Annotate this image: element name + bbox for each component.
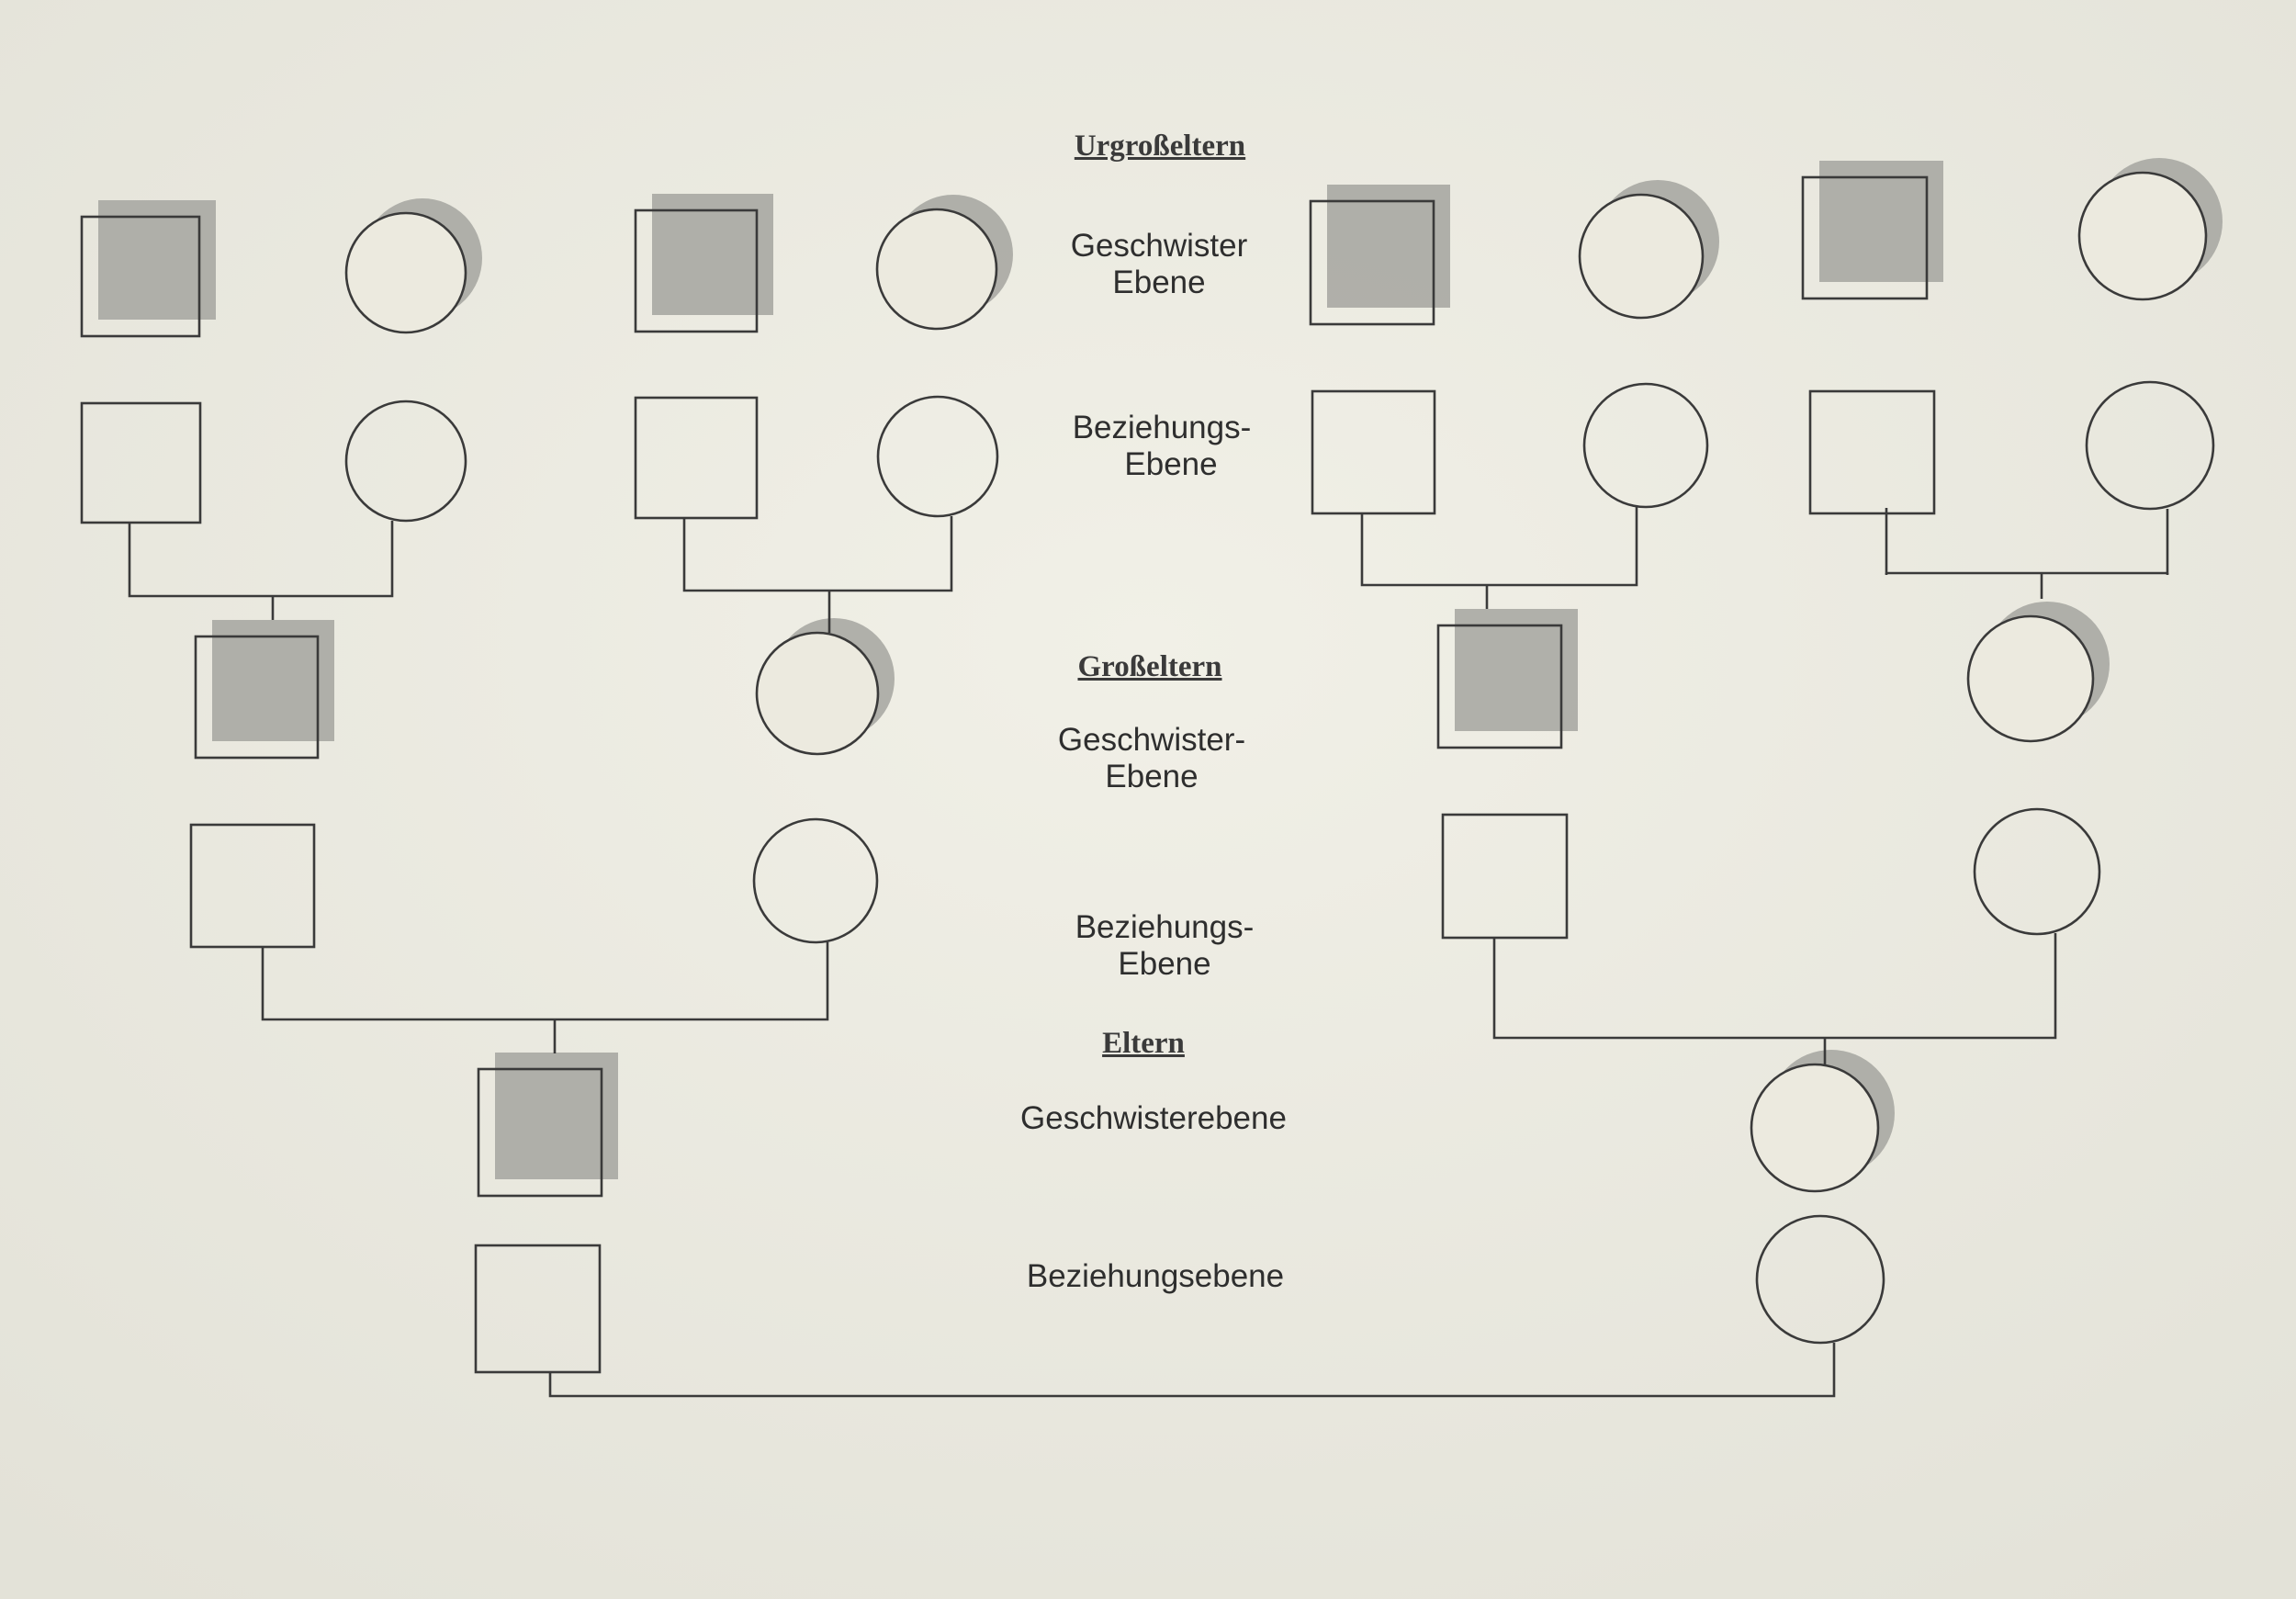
shadow-layer: [98, 158, 2223, 1191]
male-square-symbol: [80, 401, 202, 524]
grandparents-sibling-level-label: Geschwister- Ebene: [968, 722, 1335, 795]
male-square-symbol: [1441, 813, 1569, 940]
label-line-2: Ebene: [1124, 446, 1218, 482]
circle-paper-fill: [2079, 173, 2206, 299]
male-square-symbol: [477, 1067, 603, 1198]
female-circle-symbol: [1755, 1214, 1885, 1345]
male-square-symbol: [1311, 389, 1436, 515]
section-title-grandparents: Großeltern: [1077, 650, 1222, 683]
female-circle-symbol: [1578, 193, 1705, 320]
circle-paper-fill: [346, 213, 466, 332]
female-circle-symbol: [755, 631, 880, 756]
female-circle-symbol: [344, 400, 467, 523]
circle-paper-fill: [757, 633, 878, 754]
female-circle-symbol: [876, 395, 999, 518]
male-square-symbol: [1309, 199, 1435, 326]
female-circle-symbol: [752, 817, 879, 944]
circle-paper-fill: [877, 209, 996, 329]
square-shadow: [495, 1053, 618, 1179]
female-circle-symbol: [2085, 380, 2215, 511]
parents-sibling-level-label: Geschwisterebene: [1020, 1100, 1287, 1136]
male-square-symbol: [189, 823, 316, 949]
grandparents-relationship-level-label: Beziehungs- Ebene: [981, 909, 1348, 983]
female-circle-symbol: [2077, 171, 2208, 301]
section-title-parents: Eltern: [1102, 1027, 1185, 1060]
male-square-symbol: [634, 396, 759, 520]
label-line-2: Ebene: [1112, 265, 1206, 300]
connector-layer: [128, 507, 2169, 1398]
label-line-2: Ebene: [1118, 946, 1211, 982]
connector-line: [261, 942, 829, 1021]
square-shadow: [1819, 161, 1943, 282]
square-shadow: [1327, 185, 1450, 308]
circle-paper-fill: [1580, 195, 1703, 318]
male-square-symbol: [1436, 624, 1563, 749]
square-shadow: [212, 620, 334, 741]
female-circle-symbol: [875, 208, 998, 331]
female-circle-symbol: [1750, 1063, 1880, 1193]
connector-line: [1492, 933, 2057, 1040]
square-shadow: [1455, 609, 1578, 731]
section-title-great-grandparents: Urgroßeltern: [1074, 129, 1246, 163]
connector-line: [548, 1343, 1836, 1398]
female-circle-symbol: [1973, 807, 2101, 936]
female-circle-symbol: [344, 211, 467, 334]
square-shadow: [98, 200, 216, 320]
label-line-1: Beziehungs-: [1072, 410, 1252, 445]
connector-line: [682, 516, 953, 592]
parents-relationship-level-label: Beziehungsebene: [1026, 1258, 1285, 1294]
circle-paper-fill: [1751, 1064, 1878, 1191]
male-square-symbol: [1801, 175, 1929, 300]
male-square-symbol: [474, 1244, 602, 1374]
label-line-1: Geschwister: [1070, 228, 1248, 264]
male-square-symbol: [634, 208, 759, 333]
label-line-1: Beziehungs-: [1075, 909, 1255, 945]
connector-line: [1360, 507, 1638, 587]
male-square-symbol: [80, 215, 201, 338]
symbol-layer: [80, 171, 2215, 1374]
circle-paper-fill: [1968, 616, 2093, 741]
female-circle-symbol: [1966, 614, 2095, 743]
female-circle-symbol: [1582, 382, 1709, 509]
square-shadow: [652, 194, 773, 315]
male-square-symbol: [194, 635, 320, 760]
great-grandparents-sibling-level-label: Geschwister Ebene: [975, 228, 1343, 301]
label-line-2: Ebene: [1105, 759, 1199, 794]
label-line-1: Geschwister-: [1057, 722, 1246, 758]
male-square-symbol: [1808, 389, 1936, 515]
connector-line: [1885, 508, 2169, 575]
great-grandparents-relationship-level-label: Beziehungs- Ebene: [978, 410, 1345, 483]
connector-line: [128, 521, 394, 598]
